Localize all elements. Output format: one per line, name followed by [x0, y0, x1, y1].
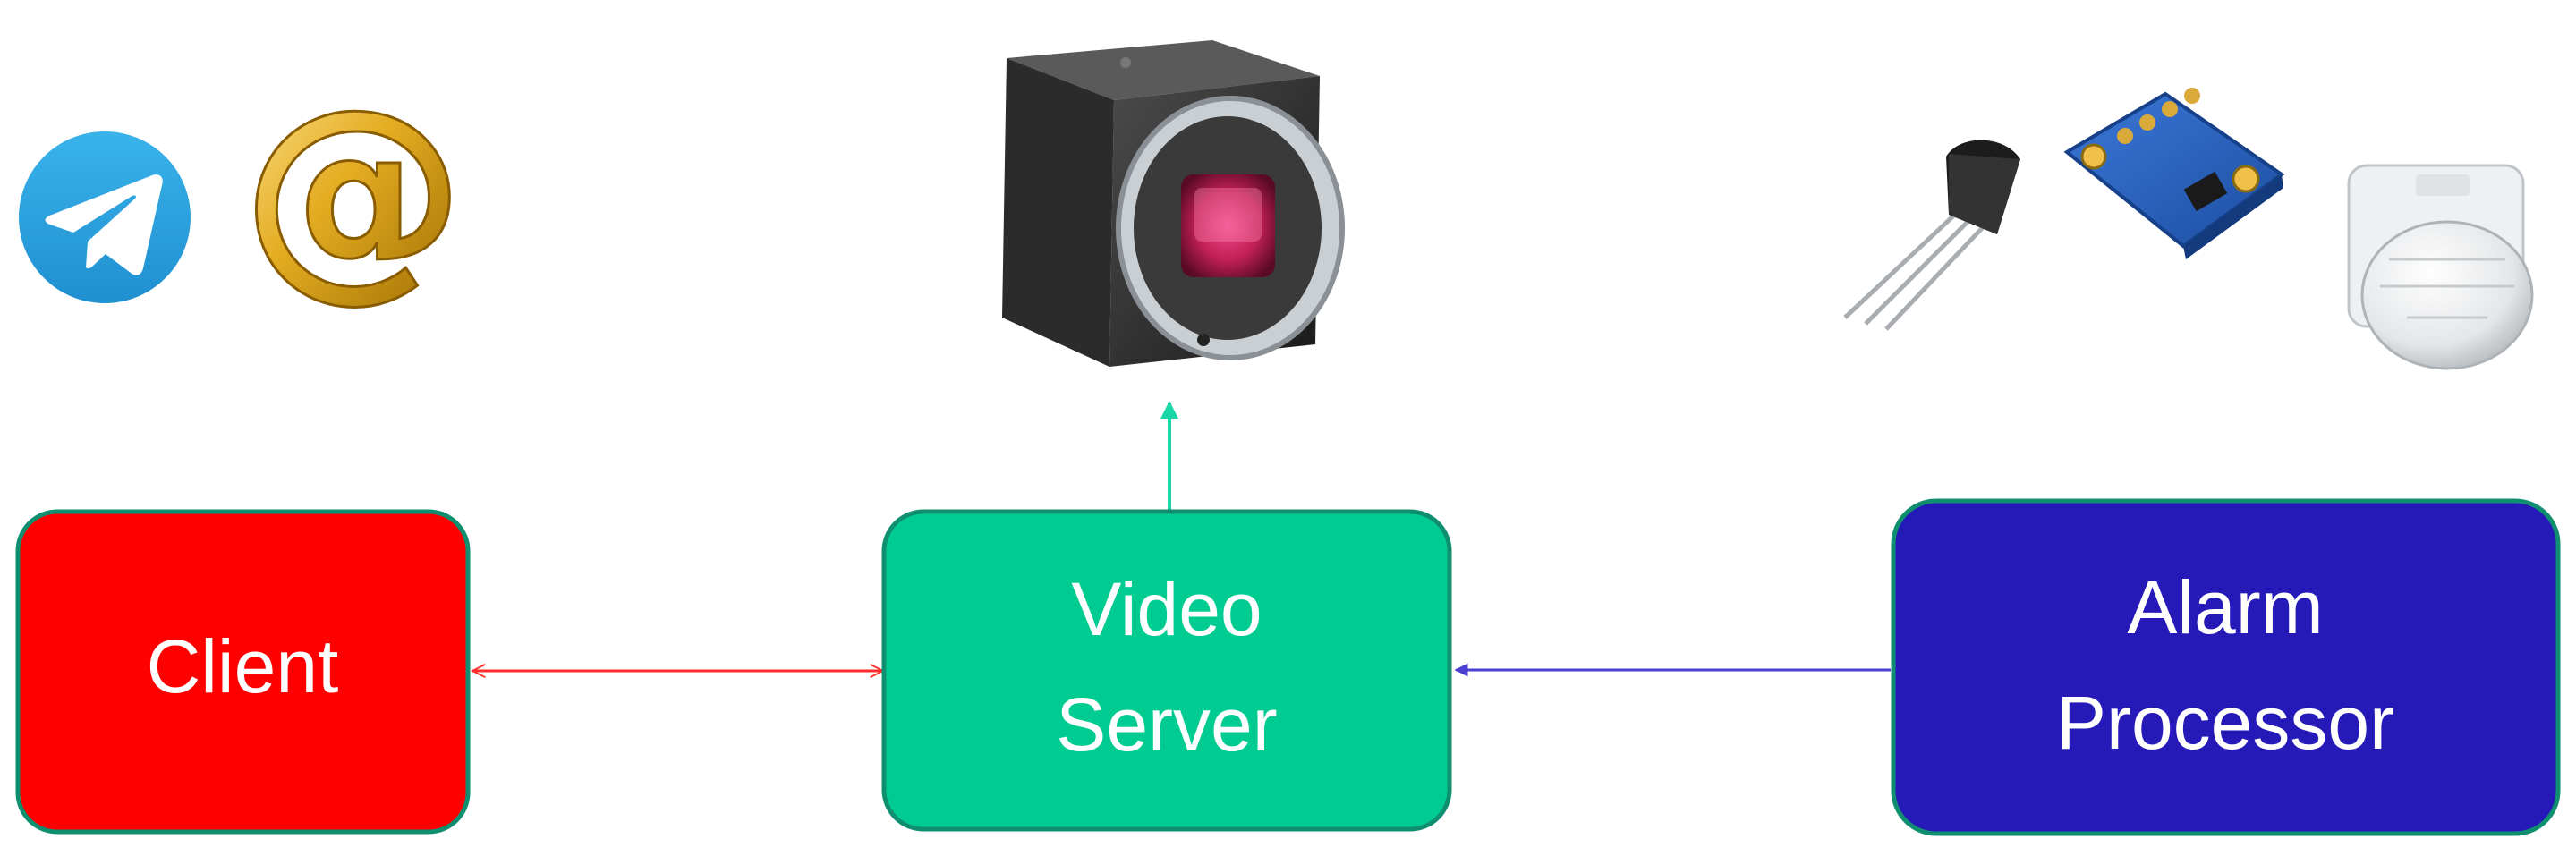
- video-server-node: Video Server: [881, 509, 1452, 832]
- client-label: Client: [147, 624, 339, 708]
- video-server-label-line-2: Server: [1056, 682, 1277, 767]
- email-at-icon: @: [241, 60, 467, 323]
- video-server-label-line-1: Video: [1071, 567, 1262, 651]
- telegram-icon: [19, 131, 191, 303]
- alarm-processor-label-line-2: Processor: [2056, 681, 2394, 765]
- alarm-processor-node: Alarm Processor: [1891, 498, 2561, 836]
- svg-text:@: @: [242, 61, 465, 321]
- camera-icon: [1002, 40, 1345, 367]
- alarm-processor-box: [1891, 498, 2561, 836]
- sensor-board-icon: [2063, 88, 2285, 259]
- video-server-box: [881, 509, 1452, 832]
- client-node: Client: [15, 509, 471, 835]
- temperature-sensor-icon: [1843, 140, 2020, 331]
- client-box: [15, 509, 471, 835]
- motion-sensor-icon: [2347, 164, 2534, 370]
- alarm-processor-label-line-1: Alarm: [2127, 565, 2323, 649]
